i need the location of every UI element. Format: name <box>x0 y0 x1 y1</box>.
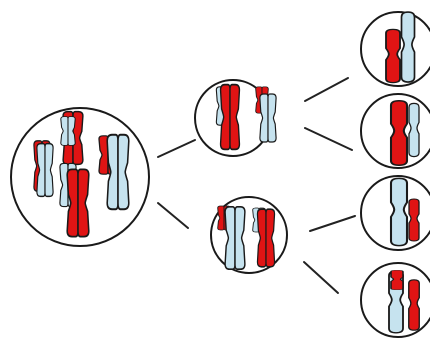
gamete-3 <box>361 176 430 250</box>
chromosome-blue-bottom-1 <box>225 207 245 269</box>
gamete-4 <box>361 263 430 337</box>
chromatid-red-g4 <box>391 270 403 290</box>
chromatid-blue-g3 <box>391 178 407 245</box>
connector-top-to-gamete-2 <box>305 128 352 150</box>
chromatid-blue-g1 <box>402 12 415 82</box>
gamete-1 <box>361 12 430 86</box>
chromosome-red-3 <box>67 169 89 236</box>
daughter-cell-bottom <box>211 197 287 273</box>
chromatid-red-g2 <box>391 101 407 165</box>
chromosome-blue-4 <box>107 135 129 209</box>
chromosome-blue-1 <box>37 144 53 197</box>
parent-cell <box>11 108 149 246</box>
chromatid-red-g4b <box>409 280 420 330</box>
connector-bottom-to-gamete-3 <box>310 216 355 231</box>
connector-parent-to-top <box>158 140 195 157</box>
chromatid-red-g1 <box>386 29 400 82</box>
chromatid-blue-g2 <box>409 103 419 156</box>
chromatid-red-g3 <box>409 199 419 241</box>
connector-top-to-gamete-1 <box>305 78 348 101</box>
chromosome-blue-top-2 <box>260 94 276 142</box>
chromosome-blue-2 <box>61 117 75 146</box>
connector-bottom-to-gamete-4 <box>304 262 338 293</box>
chromosome-red-top-1 <box>221 85 240 150</box>
gamete-2 <box>361 94 430 168</box>
daughter-cell-top <box>195 80 276 156</box>
connector-parent-to-bottom <box>158 203 188 228</box>
chromosome-red-bottom-2 <box>257 209 274 267</box>
